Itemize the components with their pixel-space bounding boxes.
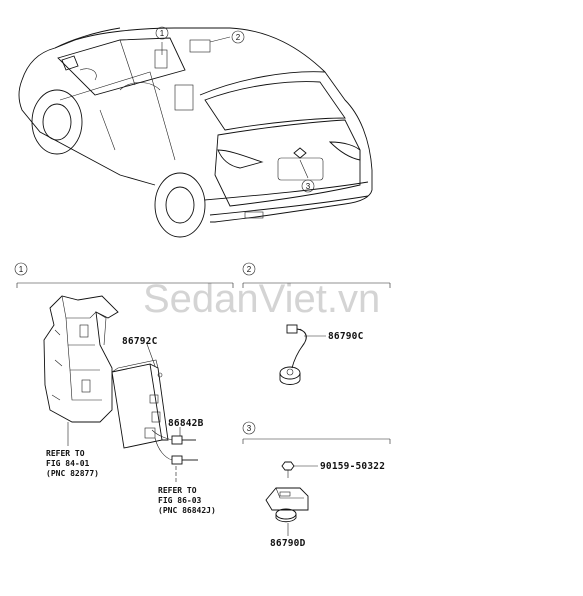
part-86790d [265, 487, 309, 523]
ref-note-86-03-line3: (PNC 86842J) [158, 506, 216, 515]
svg-text:1: 1 [160, 29, 165, 38]
section-3: 3 90159-50322 86790D [242, 421, 391, 549]
watermark: SedanViet.vn [143, 277, 380, 321]
section-1: 1 [14, 262, 234, 515]
ref-note-84-01-line3: (PNC 82877) [46, 469, 99, 478]
ref-note-84-01-line2: FIG 84-01 [46, 459, 90, 468]
vehicle-illustration [18, 27, 373, 238]
callout-2-car: 2 [231, 30, 245, 44]
section-2: 2 86790C [242, 262, 391, 385]
label-86790c: 86790C [328, 331, 364, 342]
svg-text:1: 1 [19, 265, 24, 274]
label-86790d: 86790D [270, 538, 306, 549]
section-2-marker [242, 262, 256, 276]
label-86792c: 86792C [122, 336, 158, 347]
ref-note-86-03-line2: FIG 86-03 [158, 496, 202, 505]
screw-90159-50322 [281, 461, 318, 478]
svg-text:2: 2 [236, 33, 241, 42]
svg-text:2: 2 [247, 265, 252, 274]
connector-86842b [151, 427, 196, 445]
bracket-part [43, 295, 119, 423]
ref-note-86-03-line1: REFER TO [158, 486, 197, 495]
label-90159-50322: 90159-50322 [320, 461, 385, 472]
callout-3-car: 3 [301, 179, 315, 193]
part-86790c [279, 324, 307, 385]
module-86792c [111, 359, 169, 449]
ref-note-84-01-line1: REFER TO [46, 449, 85, 458]
callout-1-car: 1 [155, 26, 169, 40]
label-86842b: 86842B [168, 418, 204, 429]
connector-ref-86-03 [154, 437, 198, 484]
svg-text:3: 3 [306, 182, 311, 191]
svg-text:3: 3 [247, 424, 252, 433]
section-1-marker [14, 262, 28, 276]
section-3-marker [242, 421, 256, 435]
